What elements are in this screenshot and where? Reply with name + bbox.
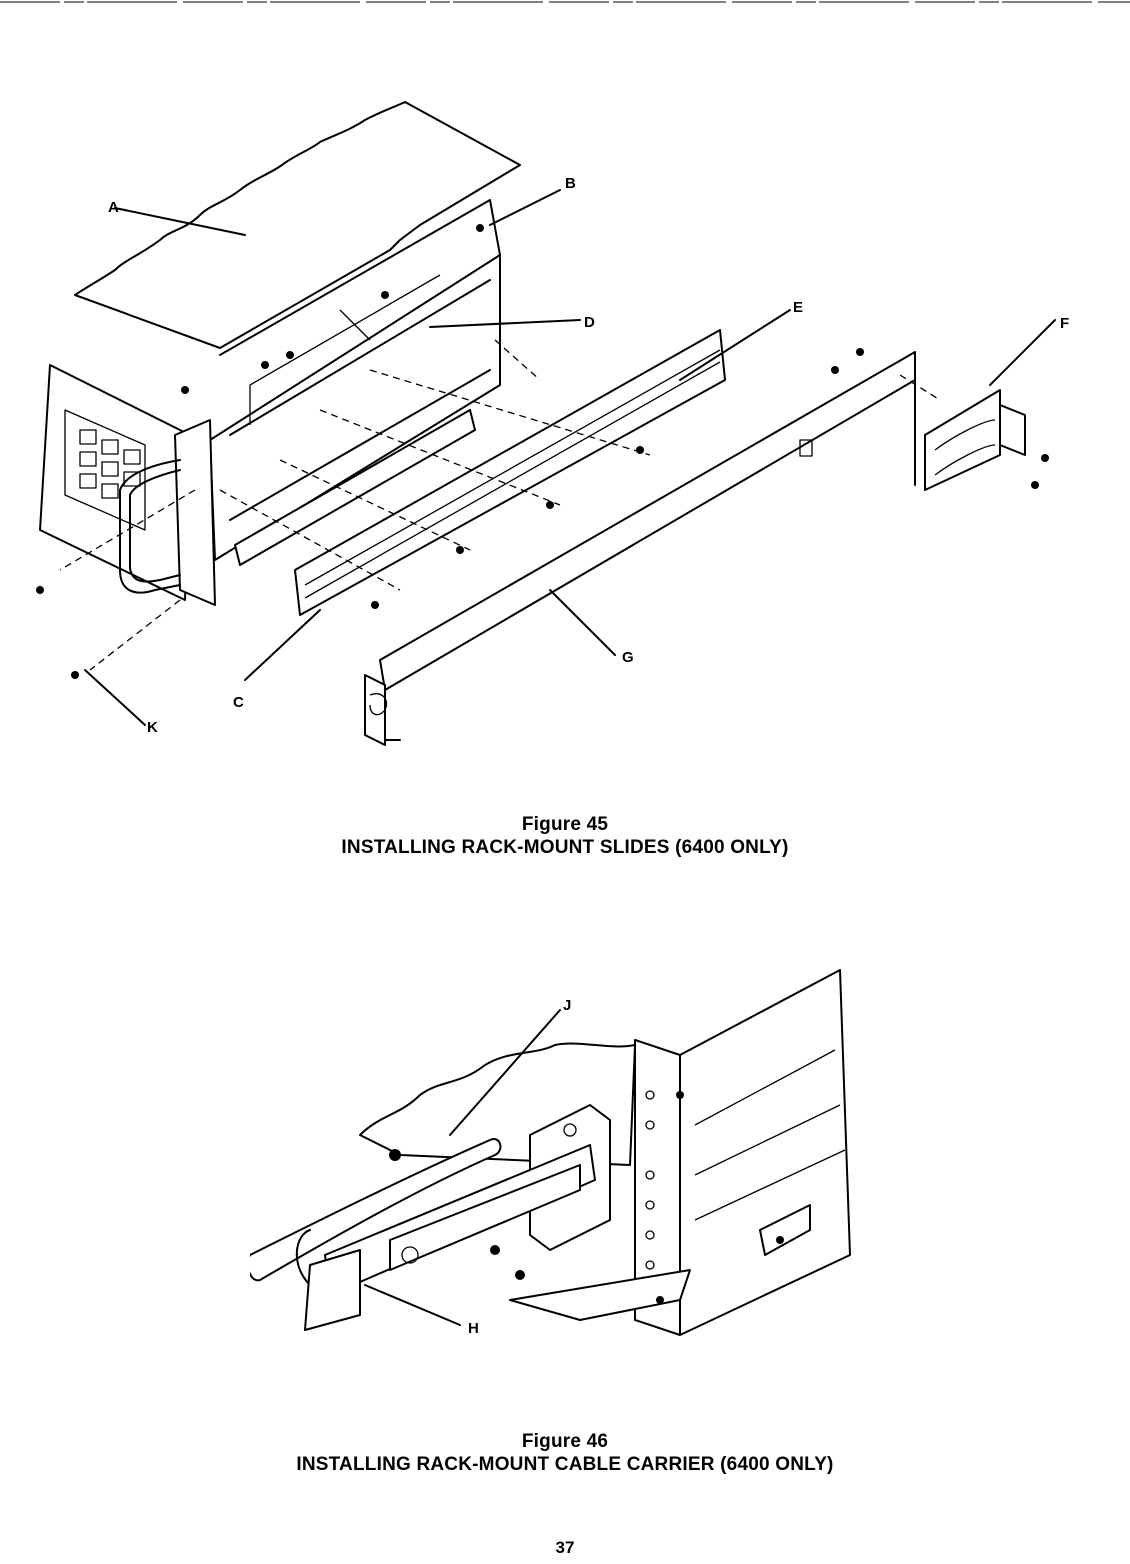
- scan-edge-line: [0, 0, 1130, 4]
- callout-c: C: [233, 694, 244, 711]
- callout-a: A: [108, 199, 119, 216]
- rail-end-bracket: [365, 675, 385, 745]
- figure-45-title: INSTALLING RACK-MOUNT SLIDES (6400 ONLY): [0, 836, 1130, 859]
- callout-g: G: [622, 649, 634, 666]
- figure-45-caption: Figure 45 INSTALLING RACK-MOUNT SLIDES (…: [0, 813, 1130, 859]
- figure-45-number: Figure 45: [0, 813, 1130, 836]
- figure-46-number: Figure 46: [0, 1430, 1130, 1453]
- front-bezel: [175, 420, 215, 605]
- figure-46-illustration: J H: [250, 965, 860, 1345]
- callout-k: K: [147, 719, 158, 736]
- figure-46-title: INSTALLING RACK-MOUNT CABLE CARRIER (640…: [0, 1453, 1130, 1476]
- callout-d: D: [584, 314, 595, 331]
- callout-h: H: [468, 1320, 479, 1337]
- figure-46-caption: Figure 46 INSTALLING RACK-MOUNT CABLE CA…: [0, 1430, 1130, 1476]
- figure-45-illustration: A B C D E F G K: [20, 90, 1110, 790]
- callout-b: B: [565, 175, 576, 192]
- callout-e: E: [793, 299, 803, 316]
- rear-mounting-bracket: [925, 390, 1000, 490]
- front-panel: [40, 365, 190, 600]
- rack-side-wall: [680, 970, 850, 1335]
- callout-f: F: [1060, 315, 1069, 332]
- page-number: 37: [0, 1538, 1130, 1558]
- callout-j: J: [563, 997, 571, 1014]
